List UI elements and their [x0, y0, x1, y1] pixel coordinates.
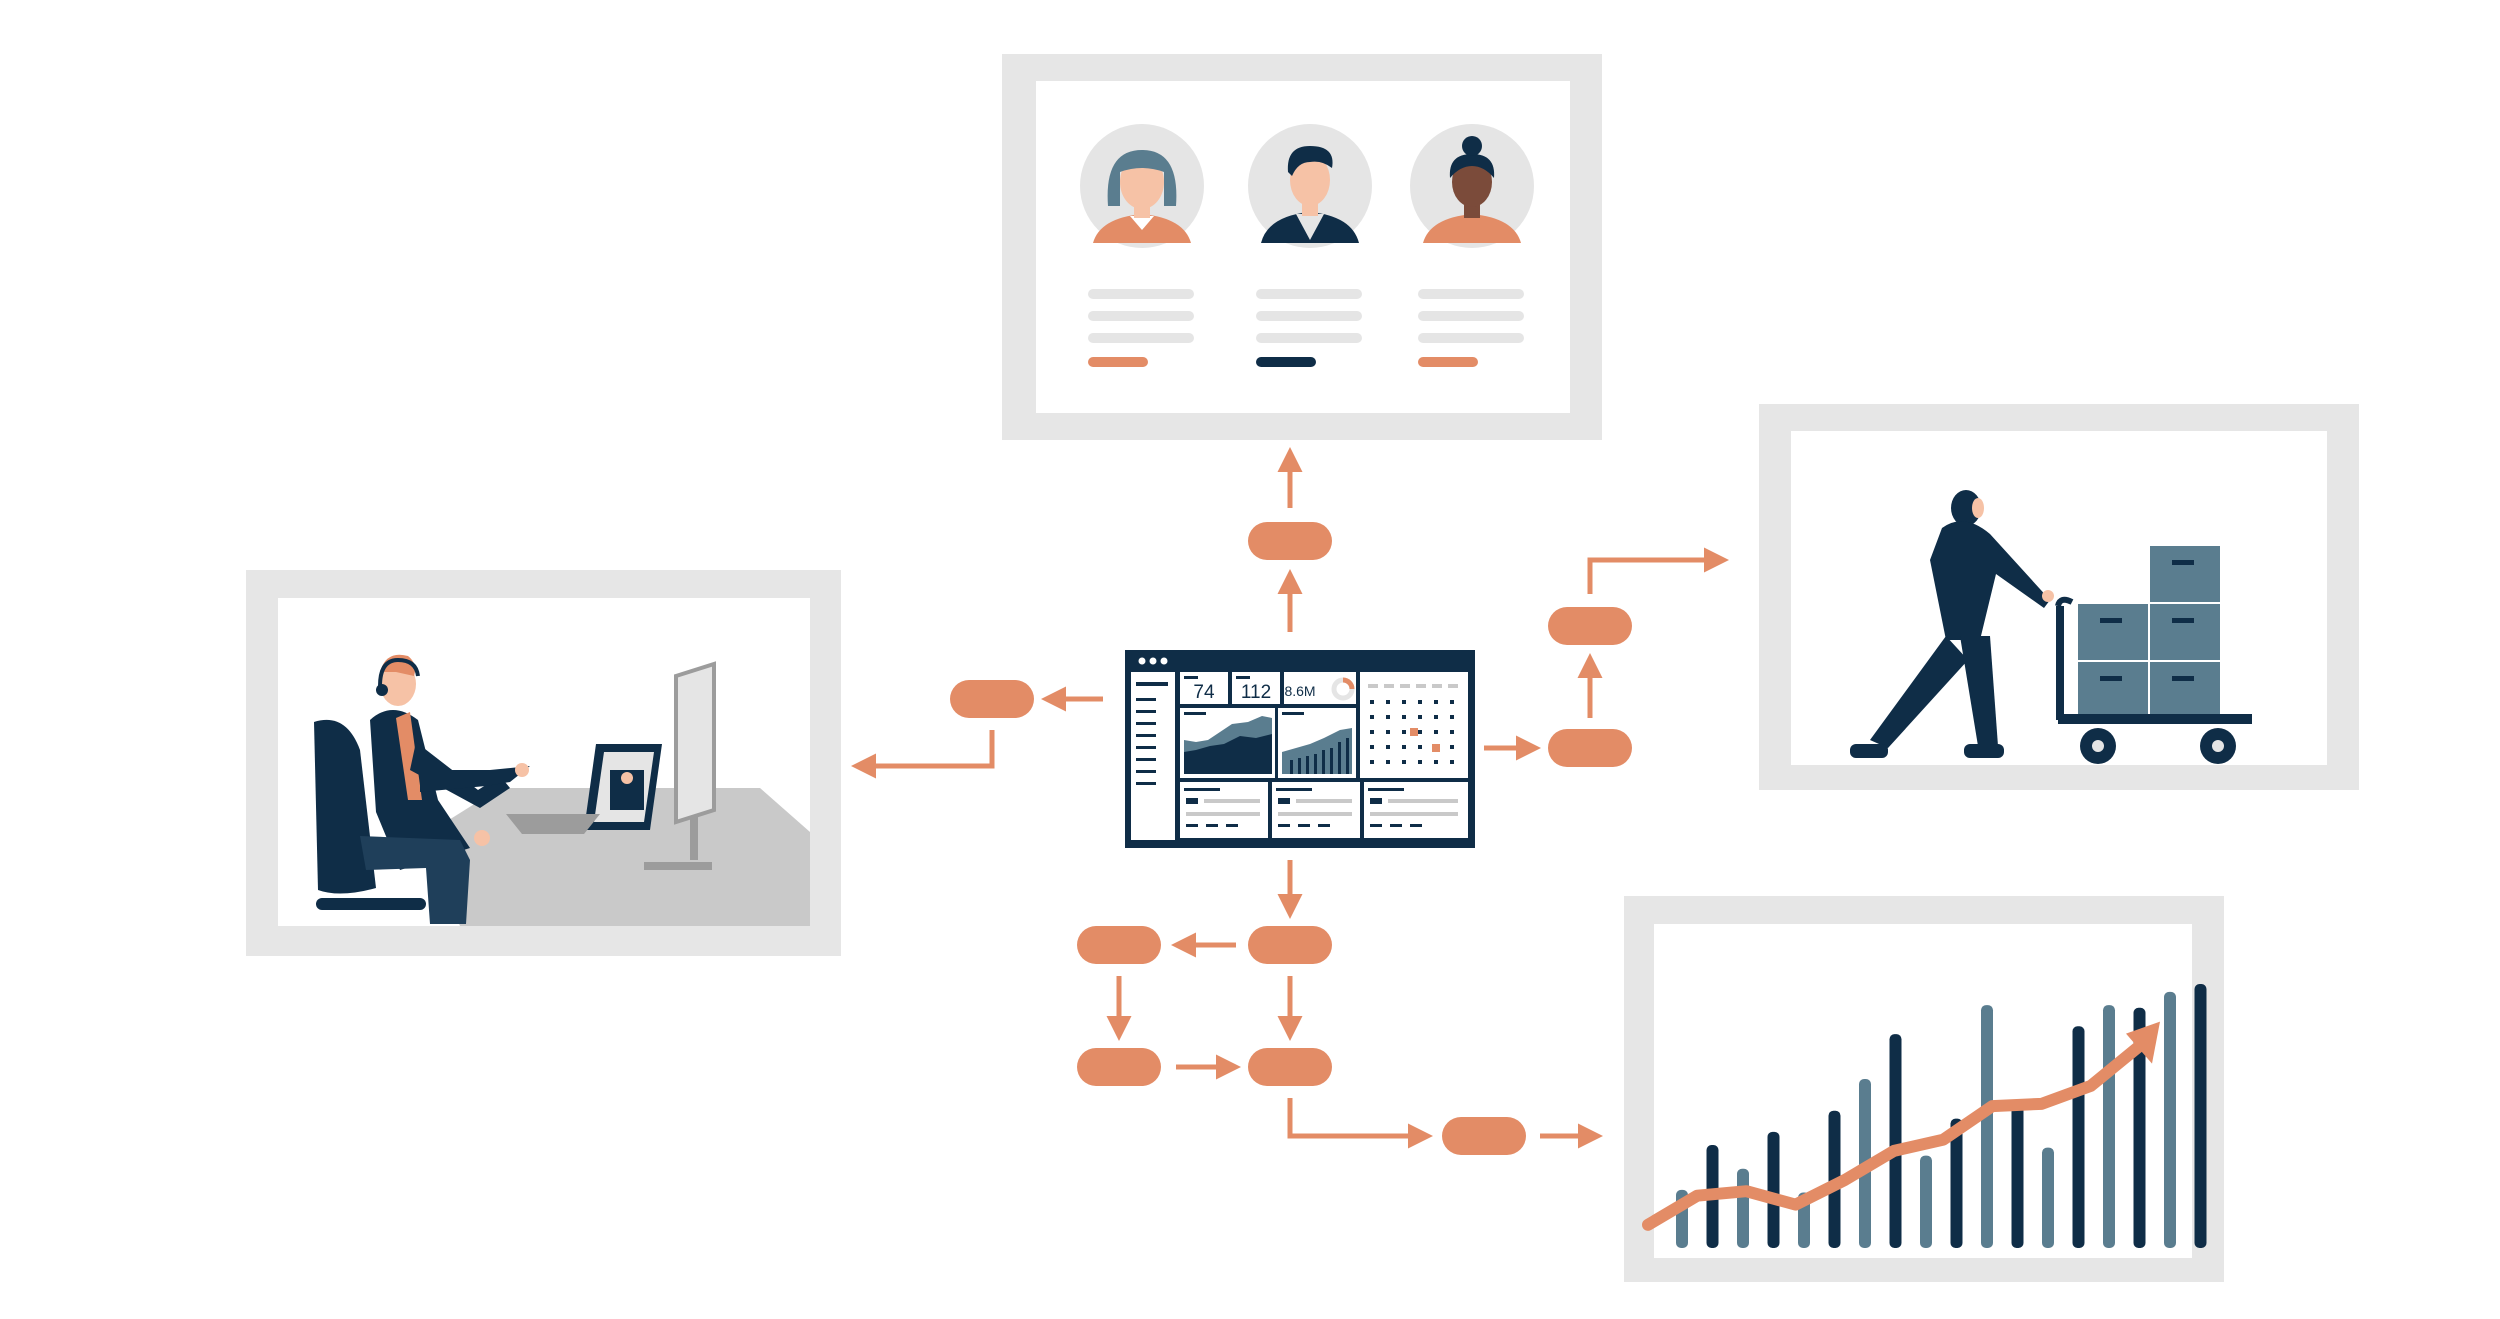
- calendar-day: [1370, 760, 1374, 764]
- growth-bar: [2011, 1100, 2024, 1248]
- stacked-boxes: [2078, 546, 2220, 714]
- profile-2-status-bar: [1256, 357, 1316, 367]
- growth-bar: [1767, 1131, 1780, 1248]
- calendar-day: [1370, 715, 1374, 719]
- table-widget-1: [1180, 782, 1268, 838]
- arrow-left-node-to-agent: [851, 730, 995, 779]
- flow-node-loop-a: [1077, 926, 1161, 964]
- calendar-day: [1418, 700, 1422, 704]
- calendar-day: [1418, 760, 1422, 764]
- calendar-day: [1418, 730, 1422, 734]
- growth-bar: [2072, 1026, 2085, 1248]
- profiles-panel: [1002, 54, 1602, 440]
- monitor-icon: [674, 661, 716, 825]
- calendar-day: [1386, 745, 1390, 749]
- kpi-value-1: 74: [1193, 682, 1215, 703]
- growth-bar-chart-illustration: [1624, 896, 2224, 1282]
- calendar-day: [1434, 760, 1438, 764]
- flow-node-top: [1248, 522, 1332, 560]
- growth-bar: [2133, 1007, 2146, 1248]
- profile-card-1: [1080, 124, 1204, 367]
- growth-bar: [2164, 991, 2176, 1248]
- flow-node-right-upper: [1548, 607, 1632, 645]
- calendar-day: [1450, 715, 1454, 719]
- profile-1-status-bar: [1088, 357, 1148, 367]
- growth-bar: [1950, 1118, 1963, 1248]
- kpi-value-2: 112: [1241, 682, 1271, 703]
- growth-bar: [2042, 1147, 2054, 1248]
- calendar-day: [1450, 760, 1454, 764]
- calendar-day: [1418, 745, 1422, 749]
- central-dashboard: 74 112 8.6M: [1125, 650, 1475, 848]
- calendar-day: [1370, 730, 1374, 734]
- calendar-day: [1386, 715, 1390, 719]
- growth-bar: [1981, 1005, 1993, 1248]
- flow-node-output: [1442, 1117, 1526, 1155]
- growth-trend-line: [1642, 1039, 2146, 1231]
- office-chair: [314, 719, 376, 894]
- calendar-day: [1402, 700, 1406, 704]
- calendar-day: [1402, 730, 1406, 734]
- calendar-day: [1450, 700, 1454, 704]
- calendar-grid: [1370, 700, 1454, 764]
- growth-bar: [1737, 1168, 1749, 1248]
- headset-icon: [378, 657, 420, 687]
- flow-node-loop-b: [1248, 926, 1332, 964]
- hand-cart: [2058, 714, 2252, 724]
- dashboard-sidebar: [1131, 672, 1175, 840]
- agent-at-desk-illustration: [246, 570, 841, 956]
- calendar-day: [1434, 700, 1438, 704]
- calendar-day: [1450, 745, 1454, 749]
- calendar-day: [1402, 760, 1406, 764]
- growth-bar: [2103, 1005, 2115, 1248]
- calendar-day: [1418, 715, 1422, 719]
- table-widget-2: [1272, 782, 1360, 838]
- profile-card-3: [1410, 124, 1534, 367]
- calendar-day: [1386, 700, 1390, 704]
- profile-card-2: [1248, 124, 1372, 367]
- flow-arrows: [851, 447, 1729, 1149]
- flow-node-loop-d: [1248, 1048, 1332, 1086]
- table-widget-3: [1364, 782, 1468, 838]
- calendar-day: [1434, 730, 1438, 734]
- profile-3-status-bar: [1418, 357, 1478, 367]
- arrow-right-upper-to-warehouse: [1587, 547, 1729, 594]
- warehouse-worker: [1850, 490, 2050, 758]
- calendar-day: [1434, 715, 1438, 719]
- calendar-day: [1386, 730, 1390, 734]
- flow-node-loop-c: [1077, 1048, 1161, 1086]
- calendar-day: [1402, 745, 1406, 749]
- worker-pushing-cart-illustration: [1759, 404, 2359, 790]
- arrow-loop-d-to-output: [1287, 1098, 1433, 1149]
- flow-nodes: [950, 522, 1632, 1155]
- calendar-day: [1402, 715, 1406, 719]
- flow-node-right-lower: [1548, 729, 1632, 767]
- calendar-day: [1370, 700, 1374, 704]
- calendar-day: [1450, 730, 1454, 734]
- growth-bar: [2194, 984, 2207, 1248]
- kpi-value-3: 8.6M: [1284, 683, 1315, 699]
- calendar-day: [1386, 760, 1390, 764]
- calendar-day: [1370, 745, 1374, 749]
- growth-bar: [1920, 1155, 1932, 1248]
- growth-bar: [1889, 1034, 1902, 1248]
- trend-arrow-icon: [2126, 1021, 2160, 1064]
- flow-node-left: [950, 680, 1034, 718]
